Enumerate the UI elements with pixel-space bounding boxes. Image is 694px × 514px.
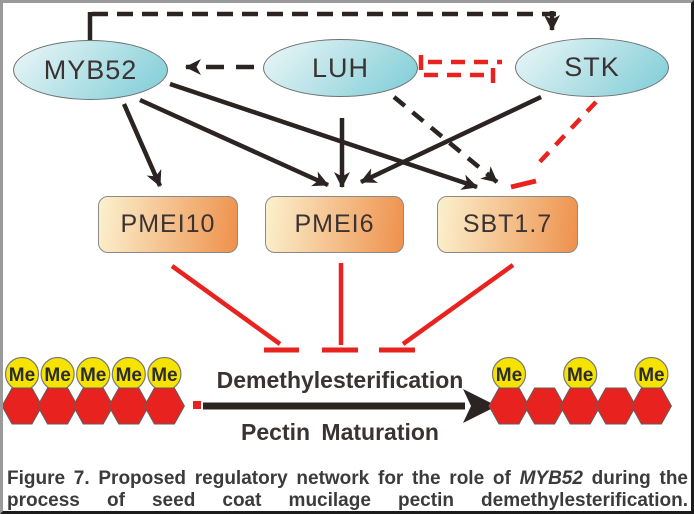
- edge-stk-pmei6-arrow: [360, 94, 542, 185]
- edge-luh-stk-red-inhibition: [424, 68, 496, 83]
- process-label-pectin-maturation: Pectin Maturation: [241, 419, 439, 445]
- pectin-hexagon: [37, 387, 79, 425]
- edge-sbt17-process-inhibition: [379, 263, 515, 353]
- node-pmei10-label: PMEI10: [120, 210, 216, 238]
- node-sbt17-label: SBT1.7: [462, 210, 553, 238]
- pectin-hexagon: [524, 387, 566, 425]
- edge-pmei6-process-inhibition: [322, 263, 358, 353]
- node-pmei10: PMEI10: [98, 196, 238, 253]
- node-luh-label: LUH: [311, 52, 369, 83]
- pectin-hexagon: [1, 387, 43, 425]
- caption-suffix: during the process of seed coat mucilage…: [7, 468, 688, 511]
- edge-myb52-pmei6-arrow: [139, 97, 329, 188]
- edge-luh-sbt17-dashed-arrow: [392, 95, 499, 184]
- node-myb52: MYB52: [13, 40, 168, 100]
- pectin-hexagon: [559, 387, 601, 425]
- me-label: Me: [44, 365, 70, 386]
- me-label: Me: [638, 365, 664, 386]
- node-sbt17: SBT1.7: [437, 196, 578, 253]
- node-stk: STK: [515, 38, 669, 97]
- figure-caption: Figure 7. Proposed regulatory network fo…: [7, 468, 688, 511]
- red-mark: [193, 401, 201, 409]
- pectin-hexagon: [595, 387, 637, 425]
- process-label-demethylesterification: Demethylesterification: [216, 367, 464, 393]
- caption-prefix: Figure 7. Proposed regulatory network fo…: [7, 468, 520, 489]
- node-myb52-label: MYB52: [43, 54, 138, 85]
- me-circle: [563, 356, 598, 392]
- me-circle: [4, 356, 40, 392]
- node-stk-label: STK: [564, 52, 620, 82]
- me-label: Me: [9, 365, 35, 386]
- edge-stk-sbt17-red-inhibition: [510, 100, 598, 190]
- me-circle: [40, 356, 75, 392]
- pectin-hexagon: [108, 387, 150, 425]
- edge-myb52-sbt17-arrow: [169, 81, 478, 190]
- process-arrow: [203, 389, 497, 423]
- edge-pmei10-process-inhibition: [170, 264, 299, 353]
- node-pmei6: PMEI6: [265, 196, 404, 253]
- node-luh: LUH: [263, 39, 418, 97]
- caption-gene-name: MYB52: [519, 468, 583, 489]
- edge-myb52-pmei10-arrow: [121, 103, 163, 187]
- me-circle: [111, 356, 146, 392]
- node-pmei6-label: PMEI6: [294, 210, 375, 238]
- me-label: Me: [567, 365, 593, 386]
- edge-myb52-stk-dashed-arrow: [87, 11, 560, 40]
- pectin-hexagon: [630, 387, 672, 425]
- me-circle: [76, 356, 111, 392]
- me-circle: [634, 356, 669, 392]
- me-label: Me: [80, 365, 106, 386]
- me-label: Me: [116, 365, 142, 386]
- pectin-hexagon: [72, 387, 114, 425]
- edge-stk-luh-red-inhibition: [418, 55, 502, 70]
